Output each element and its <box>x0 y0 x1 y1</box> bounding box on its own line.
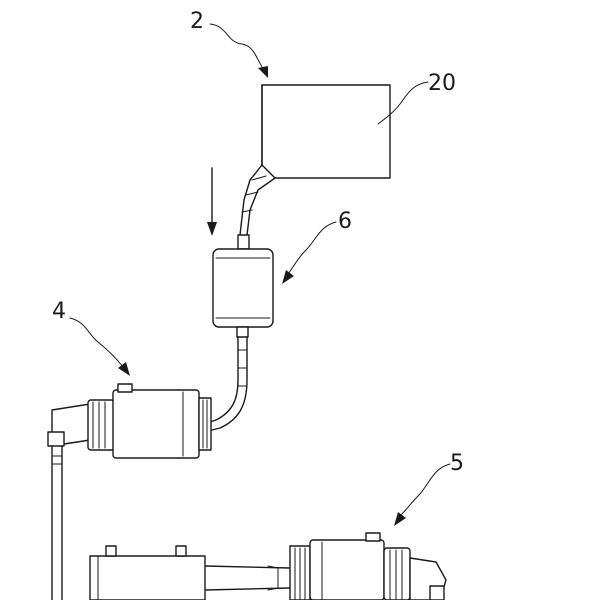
reservoir-body <box>261 84 391 179</box>
arrowhead-4 <box>118 362 130 376</box>
flow-arrow-head <box>207 222 217 236</box>
label-20: 20 <box>428 71 456 96</box>
funnel-ring-2 <box>245 191 259 196</box>
label-2: 2 <box>190 9 204 34</box>
label-5: 5 <box>450 451 464 476</box>
label-20-group: 20 <box>377 71 456 125</box>
unit-5-top-nub <box>365 532 381 542</box>
funnel-right <box>246 177 276 236</box>
label-4: 4 <box>52 299 66 324</box>
unit-5 <box>289 532 447 600</box>
leader-line-2 <box>209 23 265 71</box>
funnel-ring-1 <box>251 175 267 181</box>
reservoir-20 <box>261 84 391 179</box>
pump-coupling <box>87 399 115 451</box>
tube-filter-to-pump <box>203 336 248 433</box>
housing-post-left <box>105 545 117 557</box>
leader-line-20 <box>377 81 429 125</box>
housing-post-right <box>175 545 187 557</box>
hose-from-pump <box>51 445 63 600</box>
tube-right-wall <box>203 336 248 433</box>
pump-right-cap <box>198 397 212 451</box>
filter-body <box>212 248 274 328</box>
arrowhead-2 <box>258 66 268 78</box>
pump-elbow-nozzle <box>47 431 65 447</box>
label-6: 6 <box>338 209 352 234</box>
filter-outlet-fitting <box>236 326 249 338</box>
leader-line-6 <box>287 221 337 275</box>
label-5-group: 5 <box>394 451 464 526</box>
pump-4 <box>47 383 212 459</box>
unit-5-body <box>309 539 385 600</box>
pump-body <box>112 389 200 459</box>
leader-line-4 <box>69 317 125 369</box>
arrowhead-6 <box>282 270 294 284</box>
label-6-group: 6 <box>282 209 352 284</box>
unit-5-nozzle <box>429 585 445 600</box>
filter-inlet-fitting <box>237 234 250 250</box>
tube-left-wall <box>203 336 239 425</box>
label-4-group: 4 <box>52 299 130 376</box>
lower-housing <box>89 555 206 600</box>
funnel-left <box>239 164 263 236</box>
label-2-group: 2 <box>190 9 268 78</box>
funnel-ring-3 <box>241 209 253 213</box>
flow-arrow <box>207 167 217 236</box>
connector-collar <box>267 565 279 591</box>
leader-line-5 <box>399 463 451 517</box>
outlet-funnel <box>237 164 276 250</box>
unit-5-coupling <box>383 547 411 600</box>
filter-6 <box>212 248 274 338</box>
lower-assembly <box>89 545 291 600</box>
arrowhead-5 <box>394 512 406 526</box>
pump-top-nub <box>117 383 133 393</box>
